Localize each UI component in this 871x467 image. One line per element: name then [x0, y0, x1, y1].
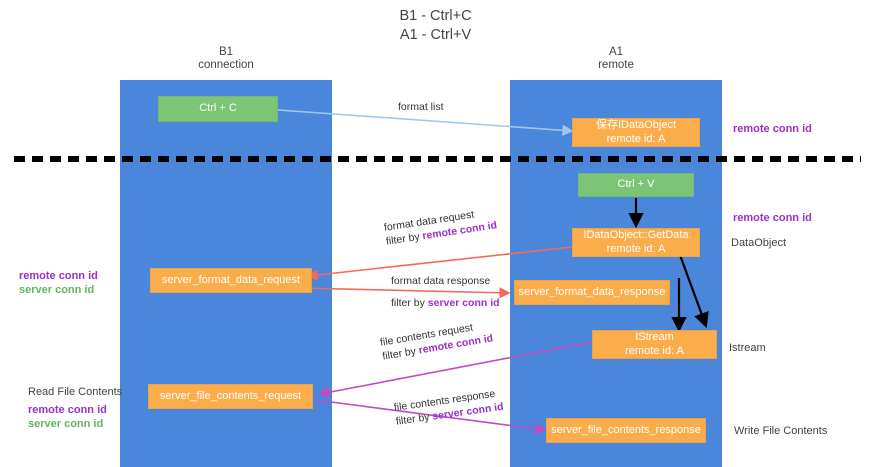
arrow-format-data-response [299, 287, 511, 299]
box-server-file-contents-request-label: server_file_contents_request [159, 389, 302, 402]
right-label-istream: Istream [729, 342, 766, 354]
box-server-format-data-request[interactable]: server_format_data_request [150, 268, 312, 293]
edge-label-format-data-response-filter: filter by server conn id [391, 296, 500, 310]
box-ctrl-c-label: Ctrl + C [199, 102, 237, 115]
column-header-b1-name: B1 [218, 46, 234, 58]
box-ctrl-c[interactable]: Ctrl + C [158, 96, 278, 122]
box-ctrl-v-label: Ctrl + V [617, 178, 655, 191]
right-label-dataobject: DataObject [731, 237, 787, 249]
left-label-remote-conn-id-2: remote conn id [28, 404, 107, 416]
arrow-format-list [277, 109, 574, 136]
box-server-format-data-request-label: server_format_data_request [161, 273, 301, 286]
left-label-server-conn-id-1: server conn id [19, 284, 95, 296]
box-server-file-contents-response-label: server_file_contents_response [551, 423, 701, 436]
box-idataobject-subtitle: remote id: A [606, 132, 666, 145]
box-istream-subtitle: remote id: A [625, 344, 684, 357]
column-header-b1-sub: connection [198, 59, 254, 71]
left-label-read-file-contents: Read File Contents [28, 386, 123, 398]
box-idataobject-getdata[interactable]: IDataObject::GetData remote id: A [572, 228, 700, 257]
title-line-2: A1 - Ctrl+V [399, 27, 472, 43]
column-header-b1: B1 connection [120, 46, 332, 72]
left-label-remote-conn-id-1: remote conn id [19, 270, 98, 282]
title-line-1: B1 - Ctrl+C [399, 8, 472, 24]
edge-label-format-data-response-title: format data response [391, 275, 491, 287]
column-header-a1-sub: remote [598, 59, 634, 71]
filter-key-server-conn-id: server conn id [427, 297, 500, 309]
box-idataobject-getdata-title: IDataObject::GetData [583, 229, 689, 241]
box-server-format-data-response[interactable]: server_format_data_response [514, 280, 670, 305]
arrow-file-contents-request [318, 341, 593, 398]
column-header-a1-name: A1 [608, 46, 624, 58]
box-server-file-contents-response[interactable]: server_file_contents_response [546, 418, 706, 443]
right-label-write-file-contents: Write File Contents [734, 425, 828, 437]
box-ctrl-v[interactable]: Ctrl + V [578, 173, 694, 197]
right-label-remote-conn-id-mid: remote conn id [733, 212, 812, 224]
filter-prefix: filter by [391, 297, 428, 309]
box-idataobject-title: 保存IDataObject [595, 119, 677, 131]
box-server-format-data-response-label: server_format_data_response [518, 285, 666, 298]
column-header-a1: A1 remote [510, 46, 722, 72]
box-idataobject[interactable]: 保存IDataObject remote id: A [572, 118, 700, 147]
left-label-server-conn-id-2: server conn id [28, 418, 104, 430]
arrow-getdata-to-istream [678, 254, 709, 329]
right-label-remote-conn-id-top: remote conn id [733, 123, 812, 135]
edge-label-format-data-response: format data response filter by server co… [391, 274, 500, 310]
box-server-file-contents-request[interactable]: server_file_contents_request [148, 384, 313, 409]
box-istream-title: IStream [635, 331, 674, 343]
arrow-file-contents-response [315, 399, 547, 435]
arrow-format-data-request [306, 246, 573, 281]
box-idataobject-getdata-subtitle: remote id: A [606, 242, 666, 255]
edge-label-format-list: format list [398, 101, 444, 113]
box-istream[interactable]: IStream remote id: A [592, 330, 717, 359]
page-title: B1 - Ctrl+C A1 - Ctrl+V [0, 7, 871, 45]
